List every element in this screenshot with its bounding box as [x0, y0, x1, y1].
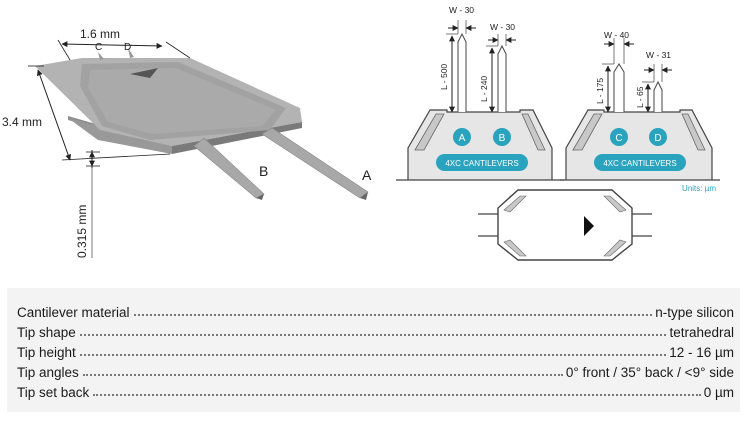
spec-key: Tip set back [17, 384, 90, 400]
spec-key: Tip shape [17, 324, 76, 340]
chip-width-label: 1.6 mm [80, 27, 120, 41]
diagram-cd: W - 40 W - 31 L - 175 L - 65 C D 4XC CAN… [560, 30, 720, 193]
label-d: D [124, 42, 131, 53]
spec-row: Tip angles 0° front / 35° back / <9° sid… [17, 362, 734, 382]
direction-triangle-icon [584, 216, 594, 236]
figure-area: 1.6 mm 3.4 mm 0.315 mm C D B A W - 30 W … [2, 5, 720, 261]
units-label: Units: µm [682, 184, 716, 193]
spec-table: Cantilever material n-type silicon Tip s… [7, 288, 740, 412]
label-b: B [259, 163, 268, 179]
spec-value: 0° front / 35° back / <9° side [565, 364, 734, 380]
spec-leader [93, 384, 701, 396]
spec-value: n-type silicon [655, 304, 734, 320]
spec-value: 12 - 16 µm [669, 344, 734, 360]
top-view-outline [478, 189, 652, 261]
badge-ab-label: 4XC CANTILEVERS [445, 159, 518, 168]
circle-c-label: C [615, 133, 622, 144]
l-d-label: L - 65 [635, 86, 645, 108]
spec-row: Tip height 12 - 16 µm [17, 342, 734, 362]
spec-value: 0 µm [703, 384, 734, 400]
w-c-label: W - 40 [604, 30, 629, 40]
spec-leader [79, 344, 667, 356]
label-c: C [95, 42, 102, 53]
spec-key: Cantilever material [17, 304, 130, 320]
chip-length-label: 3.4 mm [2, 115, 42, 129]
badge-cd-label: 4XC CANTILEVERS [603, 159, 676, 168]
spec-leader [79, 324, 667, 336]
spec-key: Tip angles [17, 364, 79, 380]
l-c-label: L - 175 [595, 78, 605, 104]
spec-value: tetrahedral [669, 324, 734, 340]
spec-leader [133, 304, 653, 316]
chip-thickness-label: 0.315 mm [75, 205, 89, 258]
spec-row: Tip set back 0 µm [17, 382, 734, 402]
label-a: A [362, 167, 372, 183]
w-b-label: W - 30 [490, 22, 515, 32]
spec-row: Tip shape tetrahedral [17, 322, 734, 342]
circle-d-label: D [654, 133, 661, 144]
diagram-ab: W - 30 W - 30 L - 500 L - 240 A B 4XC CA… [396, 5, 564, 181]
l-b-label: L - 240 [479, 76, 489, 102]
w-d-label: W - 31 [646, 50, 671, 60]
spec-key: Tip height [17, 344, 76, 360]
l-a-label: L - 500 [439, 64, 449, 90]
probe-illustration: 1.6 mm 3.4 mm 0.315 mm C D B A W - 30 W … [2, 5, 720, 261]
spec-leader [82, 364, 563, 376]
circle-a-label: A [459, 133, 466, 144]
w-a-label: W - 30 [449, 5, 474, 15]
chip-3d: 1.6 mm 3.4 mm 0.315 mm C D B A [2, 27, 372, 258]
spec-row: Cantilever material n-type silicon [17, 302, 734, 322]
circle-b-label: B [499, 133, 506, 144]
